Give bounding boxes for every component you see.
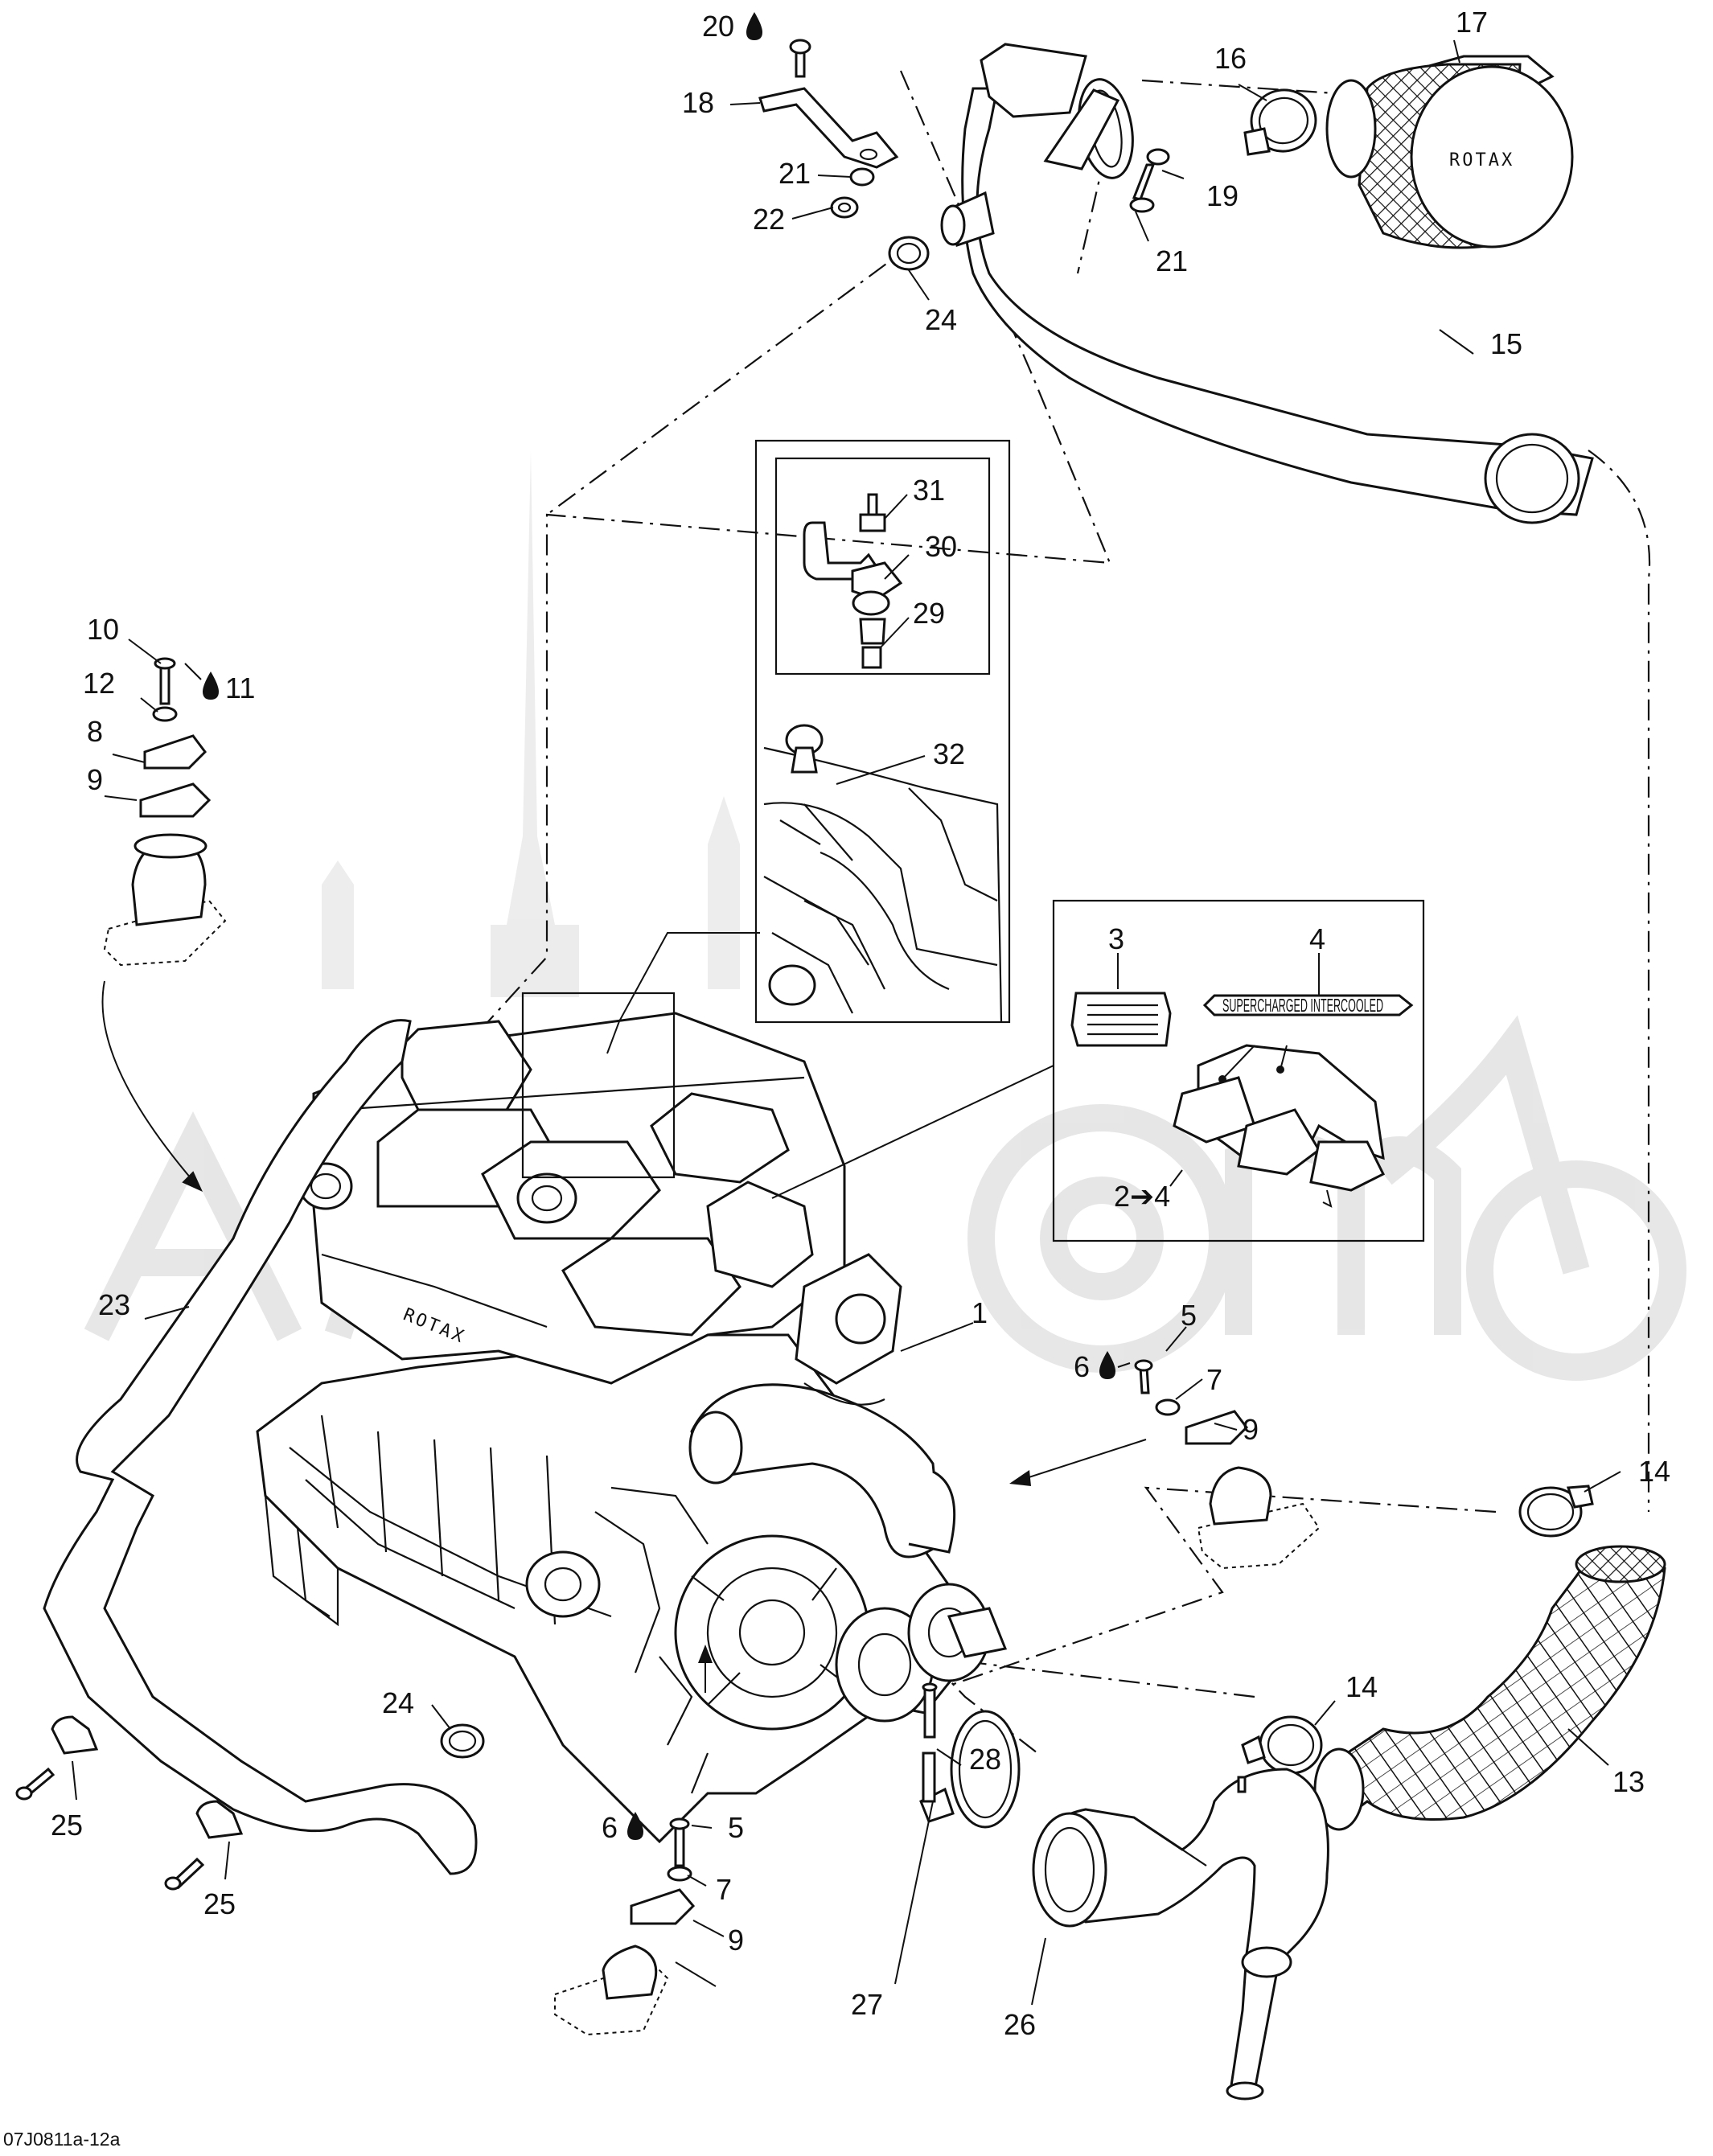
- bracket-18: [758, 87, 899, 169]
- air-duct-26: [1032, 1768, 1329, 2101]
- engine-mount-rear-left: [554, 1817, 696, 2036]
- screw-19: [1129, 148, 1170, 213]
- drop-icon: [627, 1812, 643, 1840]
- callout-7-left: 7: [716, 1873, 732, 1906]
- callout-3: 3: [1108, 922, 1124, 955]
- drop-icon: [1099, 1351, 1115, 1379]
- air-intake-tube-15: [940, 43, 1594, 524]
- callout-32: 32: [933, 737, 965, 770]
- callout-13: 13: [1612, 1765, 1645, 1798]
- clamp-14-lower: [1241, 1715, 1323, 1775]
- callout-7-right: 7: [1206, 1363, 1222, 1396]
- callout-2-to-4: 2➔4: [1114, 1180, 1170, 1213]
- air-filter-17: ROTAX: [1325, 55, 1574, 249]
- screw-20: [789, 39, 811, 78]
- callout-15: 15: [1490, 327, 1522, 360]
- clip-25-right: [164, 1800, 244, 1891]
- stud-28: [922, 1682, 938, 1803]
- callout-4: 4: [1309, 922, 1325, 955]
- washer-21-upper: [849, 167, 875, 187]
- direction-arrows: [101, 980, 1147, 1693]
- decal-4-text: SUPERCHARGED INTERCOOLED: [1222, 995, 1383, 1016]
- callout-24-upper: 24: [925, 303, 957, 336]
- callout-25-right: 25: [203, 1887, 236, 1920]
- callout-22: 22: [753, 203, 785, 236]
- vent-hose-23: [43, 1019, 478, 1875]
- callout-5-right: 5: [1181, 1299, 1197, 1332]
- callout-12: 12: [83, 667, 115, 700]
- callout-19: 19: [1206, 179, 1239, 212]
- drop-icon: [203, 671, 219, 700]
- callout-14-lower: 14: [1345, 1670, 1378, 1703]
- callout-6-left: 6: [602, 1811, 618, 1844]
- callout-8: 8: [87, 715, 103, 748]
- engine-assembly: ROTAX: [256, 1012, 1008, 1844]
- callout-21-lower: 21: [1156, 244, 1188, 277]
- inset-decals: SUPERCHARGED INTERCOOLED: [771, 899, 1425, 1242]
- callout-29: 29: [913, 597, 945, 630]
- callout-9-front: 9: [87, 763, 103, 796]
- callout-10: 10: [87, 613, 119, 646]
- callout-9-left: 9: [728, 1924, 744, 1957]
- clip-25-left: [15, 1715, 99, 1801]
- drop-icon: [746, 12, 762, 40]
- callout-14-upper: 14: [1638, 1455, 1670, 1488]
- callout-9-right: 9: [1243, 1413, 1259, 1446]
- callout-labels: 1 3 4 2➔4 5 6 7 9 5 6 7 9 8 9 10 11 12 1…: [51, 6, 1670, 2041]
- filter-brand-mark: ROTAX: [1449, 150, 1514, 170]
- callout-27: 27: [851, 1988, 883, 2021]
- clamp-24-lower: [440, 1723, 485, 1759]
- callout-20: 20: [702, 10, 734, 43]
- inset-zoom-frame: [521, 992, 676, 1179]
- intake-hose-13: [1313, 1545, 1666, 1831]
- callout-21-upper: 21: [778, 157, 811, 190]
- nut-22: [830, 196, 859, 219]
- callout-25-left: 25: [51, 1809, 83, 1842]
- lubricant-drop-icons: [203, 12, 1115, 1840]
- callout-17: 17: [1456, 6, 1488, 39]
- callout-18: 18: [682, 86, 714, 119]
- engine-mount-front-left: [103, 657, 227, 967]
- callout-23: 23: [98, 1288, 130, 1321]
- callout-16: 16: [1214, 42, 1247, 75]
- callout-6-right: 6: [1074, 1350, 1090, 1383]
- callout-31: 31: [913, 474, 945, 507]
- inset-vent-fitting: [606, 439, 1011, 1054]
- callout-5-left: 5: [728, 1811, 744, 1844]
- callout-1: 1: [972, 1296, 988, 1329]
- clamp-14-upper: [1518, 1485, 1594, 1538]
- callout-28: 28: [969, 1743, 1001, 1776]
- drawing-code: 07J0811a-12a: [3, 2129, 121, 2150]
- clamp-16: [1243, 88, 1317, 156]
- callout-11: 11: [225, 671, 255, 704]
- callout-30: 30: [925, 530, 957, 563]
- callout-leaders: [72, 39, 1621, 2006]
- clamp-24-upper: [888, 236, 930, 271]
- engine-mount-rear-right: [1134, 1359, 1321, 1570]
- callout-26: 26: [1004, 2008, 1036, 2041]
- callout-24-lower: 24: [382, 1686, 414, 1719]
